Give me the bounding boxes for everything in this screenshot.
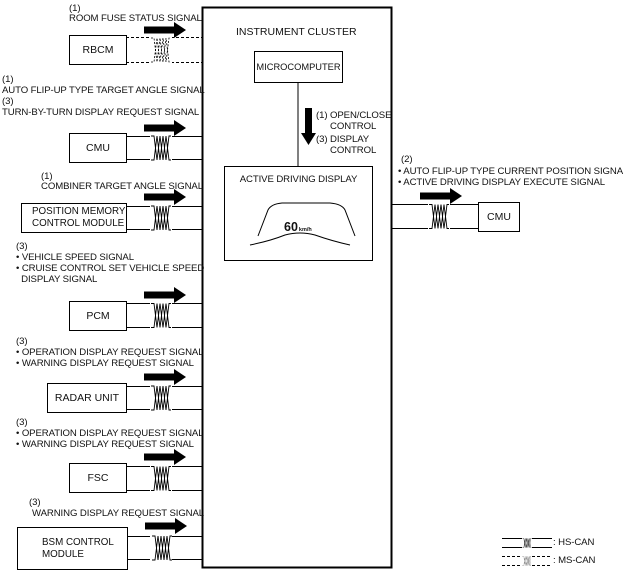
position-memory-module-label-1: POSITION MEMORY <box>32 206 126 217</box>
bsm-signal-number: (3) <box>29 497 41 508</box>
pcm-signal-label-1: • VEHICLE SPEED SIGNAL <box>16 252 134 263</box>
pcm-signal-label-2: • CRUISE CONTROL SET VEHICLE SPEED <box>16 263 205 274</box>
active-driving-display-box: ACTIVE DRIVING DISPLAY 60km/h <box>224 166 373 261</box>
pcm-hs-can-wire <box>126 302 202 329</box>
radar-hs-can-wire <box>126 385 202 411</box>
rbcm-module-box: RBCM <box>69 35 127 65</box>
radar-unit-module-label: RADAR UNIT <box>54 392 120 404</box>
bsm-module-label-1: BSM CONTROL <box>42 536 114 548</box>
legend-ms-can-label: : MS-CAN <box>553 555 596 566</box>
control-label-3: (3) DISPLAY <box>316 134 370 145</box>
active-driving-display-title: ACTIVE DRIVING DISPLAY <box>239 174 358 185</box>
position-memory-module-box: POSITION MEMORY CONTROL MODULE <box>21 203 127 233</box>
radar-unit-module-box: RADAR UNIT <box>47 383 127 413</box>
control-label-1: (1) OPEN/CLOSE <box>316 110 392 121</box>
speed-unit: km/h <box>298 227 312 233</box>
pcm-module-label: PCM <box>86 310 110 322</box>
fsc-module-label: FSC <box>87 472 109 484</box>
rbcm-signal-number: (1) <box>69 3 81 14</box>
output-signal-arrow-icon <box>420 188 462 204</box>
hud-display-icon <box>249 202 356 246</box>
speed-value: 60 <box>284 220 298 234</box>
output-cmu-hs-can-wire <box>392 203 478 230</box>
bsm-signal-label: WARNING DISPLAY REQUEST SIGNAL <box>32 508 205 519</box>
rbcm-signal-arrow-icon <box>144 22 186 38</box>
rbcm-signal-label: ROOM FUSE STATUS SIGNAL <box>69 13 202 24</box>
pcm-signal-arrow-icon <box>144 287 186 303</box>
rbcm-module-label: RBCM <box>82 44 114 56</box>
cmu-signal-number-2: (3) <box>2 96 14 107</box>
cmu-signal-label-2: TURN-BY-TURN DISPLAY REQUEST SIGNAL <box>2 107 200 118</box>
bsm-signal-arrow-icon <box>145 518 187 534</box>
cmu-input-module-label: CMU <box>86 142 110 154</box>
output-signal-label-2: • ACTIVE DRIVING DISPLAY EXECUTE SIGNAL <box>398 177 606 188</box>
position-memory-hs-can-wire <box>126 205 202 231</box>
cmu-signal-arrow-icon <box>144 120 186 136</box>
position-memory-module-label-2: CONTROL MODULE <box>32 218 125 229</box>
legend-ms-can-symbol <box>502 555 552 567</box>
pcm-signal-label-3: DISPLAY SIGNAL <box>16 274 98 285</box>
control-label-2: CONTROL <box>330 121 377 132</box>
fsc-signal-arrow-icon <box>144 449 186 465</box>
fsc-signal-number: (3) <box>16 417 28 428</box>
cmu-hs-can-wire <box>126 135 202 161</box>
pcm-module-box: PCM <box>69 301 127 331</box>
output-signal-label-1: • AUTO FLIP-UP TYPE CURRENT POSITION SIG… <box>398 166 623 177</box>
down-arrow-icon <box>301 108 316 145</box>
control-label-4: CONTROL <box>330 145 377 156</box>
microcomputer-label: MICROCOMPUTER <box>256 62 341 72</box>
fsc-signal-label-1: • OPERATION DISPLAY REQUEST SIGNAL <box>16 428 204 439</box>
fsc-signal-label-2: • WARNING DISPLAY REQUEST SIGNAL <box>16 439 194 450</box>
radar-signal-label-1: • OPERATION DISPLAY REQUEST SIGNAL <box>16 347 204 358</box>
legend-hs-can-label: : HS-CAN <box>553 537 595 548</box>
cmu-signal-number-1: (1) <box>2 74 14 85</box>
position-memory-signal-label: COMBINER TARGET ANGLE SIGNAL <box>41 181 203 192</box>
cmu-output-module-label: CMU <box>487 211 511 223</box>
instrument-cluster-box <box>201 6 393 569</box>
bsm-module-box: BSM CONTROL MODULE <box>17 527 128 570</box>
cmu-signal-label-1: AUTO FLIP-UP TYPE TARGET ANGLE SIGNAL <box>2 85 205 96</box>
cmu-input-module-box: CMU <box>69 133 127 163</box>
fsc-hs-can-wire <box>126 465 202 492</box>
radar-signal-label-2: • WARNING DISPLAY REQUEST SIGNAL <box>16 358 194 369</box>
pcm-signal-number: (3) <box>16 241 28 252</box>
bsm-module-label-2: MODULE <box>42 548 84 560</box>
radar-signal-arrow-icon <box>144 369 186 385</box>
cmu-output-module-box: CMU <box>478 202 520 232</box>
output-signal-number: (2) <box>401 154 413 165</box>
fsc-module-box: FSC <box>69 463 127 493</box>
bsm-hs-can-wire <box>126 535 202 561</box>
cluster-title: INSTRUMENT CLUSTER <box>236 26 357 38</box>
speed-readout: 60km/h <box>284 218 312 236</box>
legend-hs-can-symbol <box>502 537 552 549</box>
microcomputer-box: MICROCOMPUTER <box>254 51 343 83</box>
position-memory-signal-number: (1) <box>41 171 53 182</box>
radar-signal-number: (3) <box>16 336 28 347</box>
rbcm-ms-can-wire <box>126 36 202 64</box>
